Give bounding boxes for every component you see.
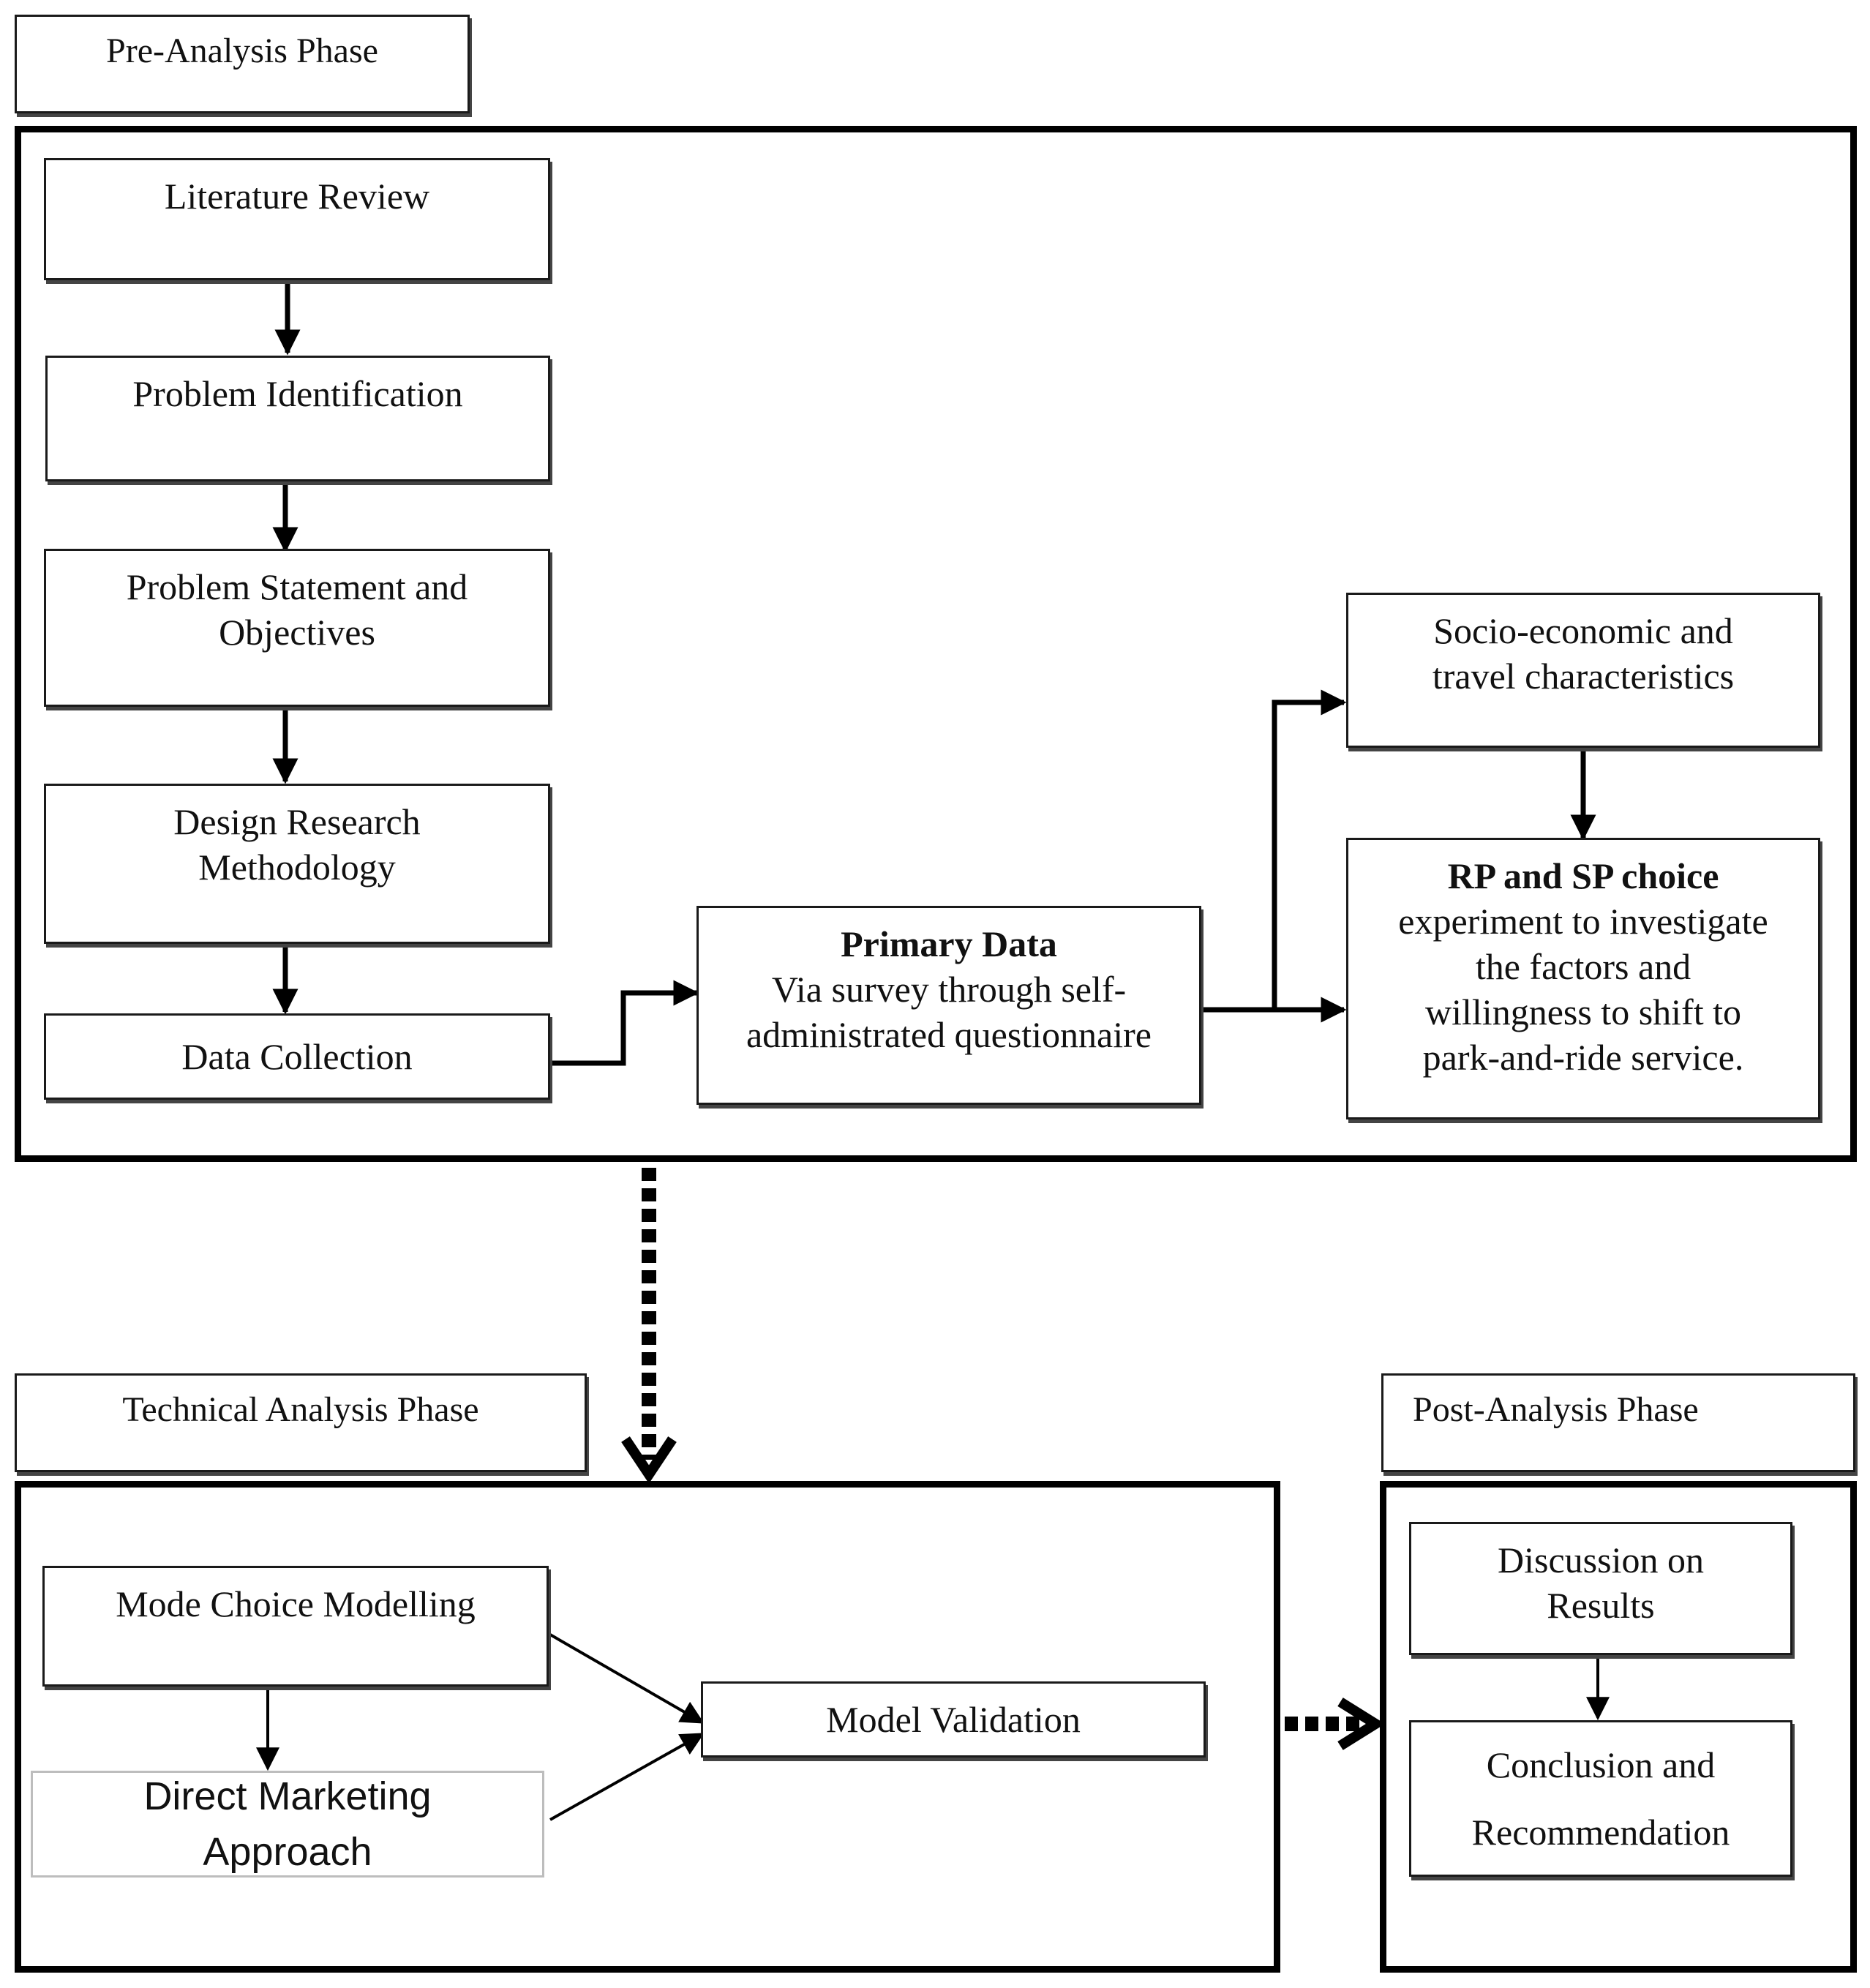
problem-statement-box: Problem Statement and Objectives <box>44 549 550 707</box>
rp-sp-choice-box: RP and SP choice experiment to investiga… <box>1346 838 1820 1119</box>
pre-analysis-phase-text: Pre-Analysis Phase <box>106 31 378 70</box>
literature-review-text: Literature Review <box>164 176 430 217</box>
mode-choice-modelling-text: Mode Choice Modelling <box>116 1583 476 1624</box>
post-analysis-phase-text: Post-Analysis Phase <box>1413 1390 1699 1429</box>
conclusion-recommendation-box: Conclusion and Recommendation <box>1409 1720 1792 1877</box>
design-research-line2: Methodology <box>198 847 396 888</box>
direct-marketing-line2: Approach <box>203 1830 372 1874</box>
pre-analysis-frame <box>15 126 1857 1162</box>
socio-economic-line1: Socio-economic and <box>1433 610 1733 651</box>
conclusion-line1: Conclusion and <box>1486 1744 1716 1785</box>
design-research-line1: Design Research <box>173 801 421 842</box>
primary-data-title: Primary Data <box>841 923 1057 964</box>
data-collection-text: Data Collection <box>181 1036 413 1077</box>
dotted-arrowhead-pre-to-technical <box>621 1436 677 1484</box>
rp-sp-line4: park-and-ride service. <box>1422 1037 1744 1078</box>
discussion-results-box: Discussion on Results <box>1409 1522 1792 1655</box>
primary-data-line1: Via survey through self- <box>771 969 1127 1010</box>
rp-sp-line2: the factors and <box>1475 946 1691 987</box>
problem-identification-text: Problem Identification <box>132 373 463 414</box>
technical-analysis-phase-label: Technical Analysis Phase <box>15 1373 587 1472</box>
primary-data-line2: administrated questionnaire <box>746 1014 1152 1055</box>
technical-analysis-phase-text: Technical Analysis Phase <box>122 1390 479 1429</box>
rp-sp-line1: experiment to investigate <box>1398 901 1768 942</box>
model-validation-text: Model Validation <box>826 1699 1081 1740</box>
rp-sp-line3: willingness to shift to <box>1425 991 1741 1032</box>
rp-sp-title: RP and SP choice <box>1447 855 1719 896</box>
dotted-arrowhead-technical-to-post <box>1337 1698 1386 1750</box>
problem-statement-line1: Problem Statement and <box>126 566 468 607</box>
socio-economic-box: Socio-economic and travel characteristic… <box>1346 593 1820 748</box>
technical-analysis-frame <box>15 1481 1280 1973</box>
socio-economic-line2: travel characteristics <box>1432 656 1735 697</box>
problem-identification-box: Problem Identification <box>45 356 550 481</box>
direct-marketing-box: Direct Marketing Approach <box>31 1771 544 1878</box>
problem-statement-line2: Objectives <box>219 612 375 653</box>
discussion-line2: Results <box>1547 1585 1655 1626</box>
discussion-line1: Discussion on <box>1498 1539 1704 1580</box>
literature-review-box: Literature Review <box>44 158 550 280</box>
direct-marketing-line1: Direct Marketing <box>143 1774 432 1818</box>
data-collection-box: Data Collection <box>44 1013 550 1100</box>
primary-data-box: Primary Data Via survey through self- ad… <box>696 906 1201 1105</box>
conclusion-line2: Recommendation <box>1471 1812 1730 1853</box>
mode-choice-modelling-box: Mode Choice Modelling <box>42 1566 549 1687</box>
design-research-box: Design Research Methodology <box>44 784 550 944</box>
model-validation-box: Model Validation <box>701 1681 1206 1758</box>
pre-analysis-phase-label: Pre-Analysis Phase <box>15 15 470 113</box>
post-analysis-phase-label: Post-Analysis Phase <box>1381 1373 1855 1472</box>
